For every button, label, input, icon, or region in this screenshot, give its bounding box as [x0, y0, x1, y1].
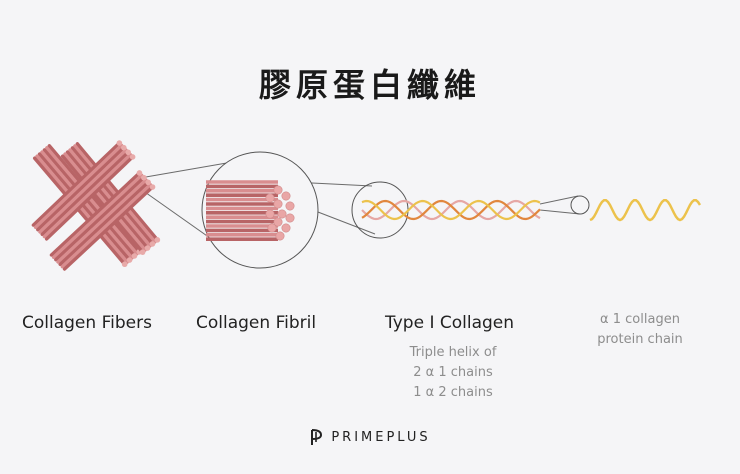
- fibril-rod-end: [281, 191, 291, 201]
- fiber-bundle: [49, 170, 156, 271]
- brand-footer: PRIMEPLUS: [0, 428, 740, 446]
- detail-line: 2 α 1 chains: [413, 365, 493, 380]
- detail-line: 1 α 2 chains: [413, 385, 493, 400]
- fibril-rod-end: [265, 193, 275, 203]
- stage-label-collagen-fibers: Collagen Fibers: [22, 313, 152, 333]
- stage-label-collagen-fibril: Collagen Fibril: [196, 313, 317, 333]
- fibril-rod-end: [273, 199, 283, 209]
- helix-strand: [361, 199, 541, 221]
- fibril-rod-end: [281, 223, 291, 233]
- fiber-bundle: [31, 140, 136, 241]
- primeplus-logo-icon: [311, 429, 323, 445]
- fibril-rod-end: [265, 209, 275, 219]
- fibril-rod-end: [273, 185, 283, 195]
- fibril-rod-end: [277, 209, 287, 219]
- fibril-rod-end: [285, 213, 295, 223]
- fibril-rod-end: [273, 217, 283, 227]
- stage-label-type-i-collagen: Type I Collagen: [385, 313, 515, 333]
- label-line: protein chain: [597, 332, 683, 347]
- helix-strand: [361, 199, 541, 221]
- fiber-bundle: [32, 144, 143, 268]
- stage-label-alpha-chain: α 1 collagen protein chain: [580, 310, 700, 350]
- alpha-chain-lens: [570, 195, 590, 215]
- fibril-rod-end: [275, 231, 285, 241]
- collagen-fibril-lens: [201, 151, 319, 269]
- fibril-rod-end: [285, 201, 295, 211]
- type-i-collagen-details: Triple helix of 2 α 1 chains 1 α 2 chain…: [393, 343, 513, 403]
- label-line: α 1 collagen: [600, 312, 680, 327]
- triple-helix: [361, 199, 541, 221]
- brand-name: PRIMEPLUS: [331, 429, 431, 445]
- fibril-rods: [206, 180, 295, 241]
- collagen-fibers-bundle: [31, 140, 161, 271]
- page-title: 膠原蛋白纖維: [258, 66, 481, 104]
- detail-line: Triple helix of: [409, 345, 497, 360]
- alpha-1-chain: [589, 198, 702, 222]
- fibril-rod-end: [267, 223, 277, 233]
